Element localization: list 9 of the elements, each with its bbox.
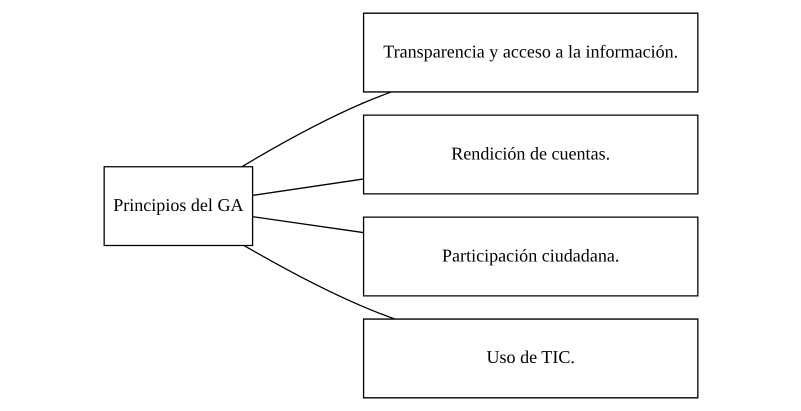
node-box: Participación ciudadana.: [362, 216, 698, 296]
node-box: Principios del GA: [103, 166, 253, 246]
node-box: Rendición de cuentas.: [362, 114, 698, 195]
connector: [241, 91, 391, 168]
node-box: Transparencia y acceso a la información.: [362, 12, 698, 93]
connector: [243, 244, 394, 320]
connector: [252, 216, 363, 234]
node-box: Uso de TIC.: [362, 318, 698, 398]
connector: [252, 178, 363, 196]
